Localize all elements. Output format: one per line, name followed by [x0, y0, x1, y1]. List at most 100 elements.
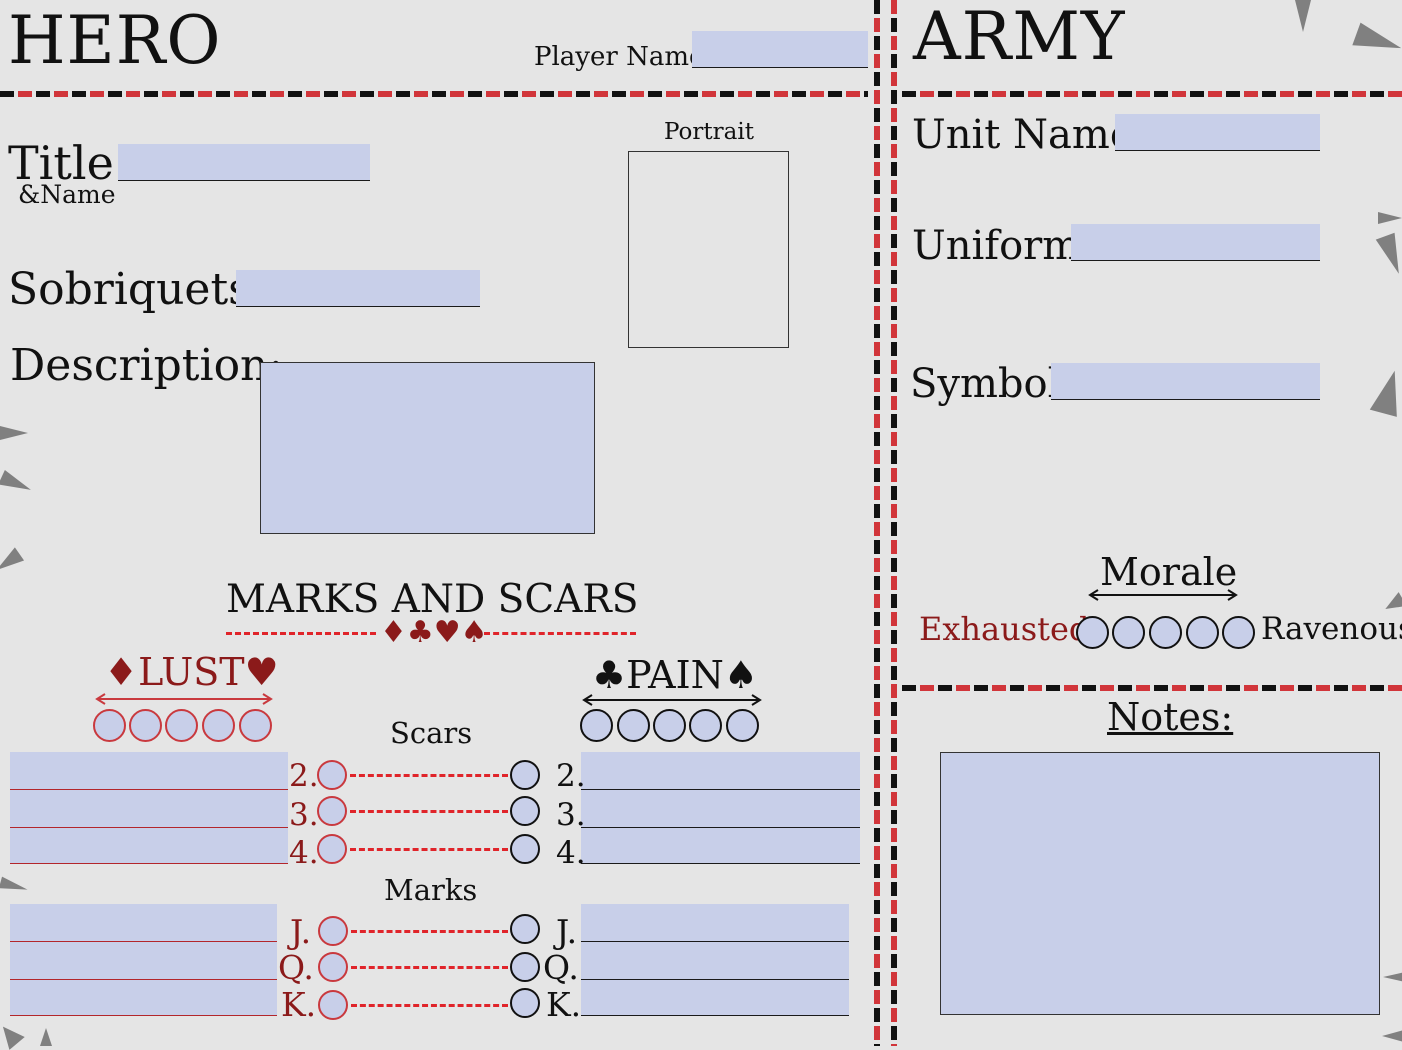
scar-lust-checkbox[interactable] — [317, 796, 347, 826]
morale-track-circle[interactable] — [1186, 616, 1219, 649]
title-label: Title: — [8, 136, 130, 190]
pain-label: ♣PAIN♠ — [592, 653, 758, 697]
scars-lust-fields — [10, 752, 288, 864]
thorn-decoration — [0, 547, 25, 577]
scar-pain-field[interactable] — [581, 828, 860, 864]
morale-label: Morale — [1100, 550, 1238, 594]
scar-lust-field[interactable] — [10, 790, 288, 828]
notes-box[interactable] — [940, 752, 1380, 1015]
mark-row-letter: Q. — [543, 948, 579, 987]
mark-connector — [351, 930, 508, 933]
unit-name-field[interactable] — [1115, 114, 1320, 151]
lust-track-circle[interactable] — [93, 709, 126, 742]
army-header-divider — [902, 91, 1402, 97]
notes-label: Notes: — [1107, 695, 1234, 739]
unit-name-label: Unit Name: — [912, 112, 1147, 158]
mark-lust-field[interactable] — [10, 904, 277, 942]
thorn-decoration — [1383, 972, 1402, 982]
player-name-label: Player Name: — [534, 42, 714, 72]
scar-connector — [350, 810, 508, 813]
scar-pain-checkbox[interactable] — [510, 760, 540, 790]
lust-track-circle[interactable] — [165, 709, 198, 742]
mark-lust-field[interactable] — [10, 942, 277, 980]
mark-row-letter: Q. — [278, 948, 314, 987]
scar-row-number: 3. — [556, 797, 586, 833]
symbol-label: Symbol: — [910, 361, 1074, 407]
pain-track-circle[interactable] — [653, 709, 686, 742]
lust-track-circle[interactable] — [129, 709, 162, 742]
mark-pain-field[interactable] — [581, 904, 849, 942]
scar-row-number: 2. — [556, 758, 586, 794]
marks-scars-dash-left — [226, 632, 376, 635]
morale-track-circle[interactable] — [1222, 616, 1255, 649]
scar-row-number: 4. — [556, 835, 586, 871]
description-box[interactable] — [260, 362, 595, 534]
uniform-label: Uniform: — [912, 223, 1094, 269]
morale-track-circle[interactable] — [1076, 616, 1109, 649]
sobriquets-field[interactable] — [236, 270, 480, 307]
suit-symbols: ♦♣♥♠ — [380, 615, 488, 650]
mark-pain-checkbox[interactable] — [510, 952, 540, 982]
sobriquets-label: Sobriquets: — [8, 264, 266, 315]
pain-track-circle[interactable] — [726, 709, 759, 742]
marks-lust-fields — [10, 904, 277, 1016]
title-sub-label: &Name — [18, 180, 116, 209]
army-heading: ARMY — [913, 0, 1126, 75]
thorn-decoration — [1295, 0, 1311, 32]
thorn-decoration — [0, 876, 30, 896]
mark-lust-checkbox[interactable] — [318, 990, 348, 1020]
uniform-field[interactable] — [1071, 224, 1320, 261]
marks-scars-dash-right — [484, 632, 636, 635]
scar-lust-checkbox[interactable] — [317, 760, 347, 790]
morale-track-circle[interactable] — [1112, 616, 1145, 649]
thorn-decoration — [0, 469, 34, 499]
mark-row-letter: K. — [281, 985, 317, 1024]
pain-track-circle[interactable] — [617, 709, 650, 742]
symbol-field[interactable] — [1051, 363, 1320, 400]
lust-arrow — [95, 693, 273, 705]
scar-lust-checkbox[interactable] — [317, 834, 347, 864]
scar-connector — [350, 848, 508, 851]
scar-pain-field[interactable] — [581, 752, 860, 790]
mark-row-letter: J. — [290, 912, 312, 951]
pain-track-circle[interactable] — [689, 709, 722, 742]
scar-row-number: 2. — [289, 758, 319, 794]
lust-track-circle[interactable] — [202, 709, 235, 742]
mark-lust-field[interactable] — [10, 980, 277, 1016]
thorn-decoration — [1378, 212, 1402, 224]
scar-lust-field[interactable] — [10, 828, 288, 864]
scar-pain-field[interactable] — [581, 790, 860, 828]
pain-arrow — [582, 694, 762, 706]
thorn-decoration — [1352, 22, 1402, 62]
portrait-frame[interactable] — [628, 151, 789, 348]
thorn-decoration — [40, 1028, 52, 1046]
scar-row-number: 3. — [289, 797, 319, 833]
mark-lust-checkbox[interactable] — [318, 952, 348, 982]
mark-pain-field[interactable] — [581, 942, 849, 980]
mark-pain-checkbox[interactable] — [510, 914, 540, 944]
scar-pain-checkbox[interactable] — [510, 834, 540, 864]
hero-heading: HERO — [8, 2, 222, 79]
mark-row-letter: K. — [546, 985, 582, 1024]
mark-connector — [351, 1004, 508, 1007]
thorn-decoration — [0, 426, 28, 440]
scar-pain-checkbox[interactable] — [510, 796, 540, 826]
pain-track-circle[interactable] — [580, 709, 613, 742]
thorn-decoration — [0, 1020, 25, 1050]
morale-track-circle[interactable] — [1149, 616, 1182, 649]
marks-scars-heading: MARKS AND SCARS — [226, 577, 639, 622]
notes-divider — [902, 685, 1402, 691]
mark-pain-checkbox[interactable] — [510, 988, 540, 1018]
thorn-decoration — [1375, 232, 1402, 278]
title-field[interactable] — [118, 144, 370, 181]
thorn-decoration — [1382, 1030, 1402, 1042]
mark-pain-field[interactable] — [581, 980, 849, 1016]
scars-label: Scars — [390, 716, 473, 750]
player-name-field[interactable] — [692, 31, 868, 68]
center-divider-black — [874, 0, 880, 1046]
center-divider-red — [891, 0, 897, 1046]
lust-track-circle[interactable] — [239, 709, 272, 742]
scar-connector — [350, 774, 508, 777]
scar-lust-field[interactable] — [10, 752, 288, 790]
mark-lust-checkbox[interactable] — [318, 916, 348, 946]
